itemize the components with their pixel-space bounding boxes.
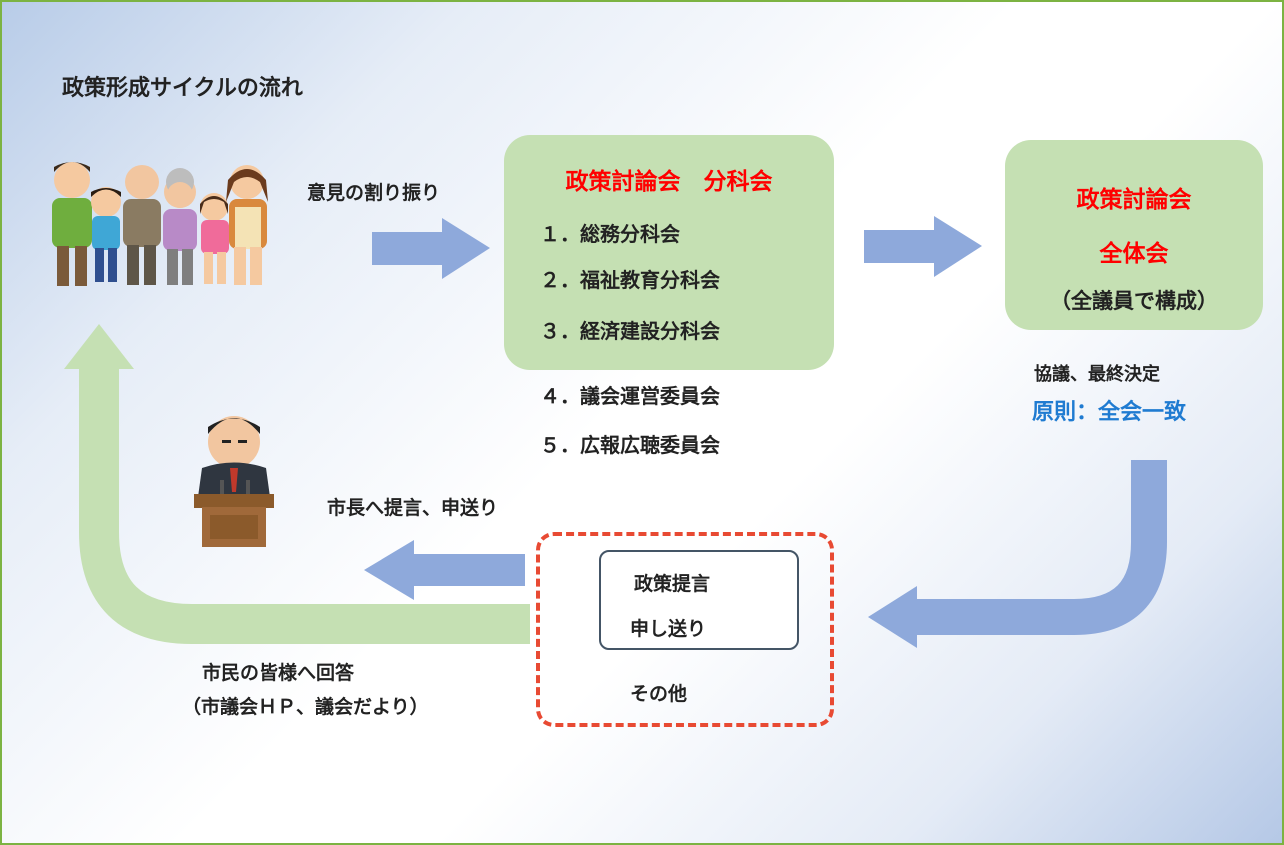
- subgroup-box: [504, 135, 834, 370]
- answer-channels: （市議会ＨＰ、議会だより）: [182, 696, 429, 718]
- output-other: その他: [630, 683, 688, 705]
- outputs-inner-box: [599, 550, 799, 650]
- plenary-title: 政策討論会: [1076, 187, 1192, 213]
- plenary-note: （全議員で構成）: [1050, 289, 1218, 313]
- arrow-to-plenary-shaft: [864, 230, 936, 263]
- subgroup-item: ３．経済建設分科会: [540, 319, 720, 343]
- mayor-label: 市長へ提言、申送り: [327, 497, 499, 519]
- green-return-arrowhead: [64, 324, 134, 369]
- arrow-opinion-shaft: [372, 232, 444, 265]
- committee-item: ５．広報広聴委員会: [540, 433, 720, 457]
- output-item: 政策提言: [634, 573, 711, 595]
- arrow-to-mayor-shaft: [412, 554, 525, 586]
- answer-label: 市民の皆様へ回答: [202, 662, 355, 684]
- decision-rule: 原則：全会一致: [1032, 400, 1187, 425]
- opinion-assignment-label: 意見の割り振り: [307, 182, 441, 204]
- citizens-illustration: [52, 162, 268, 286]
- decision-label: 協議、最終決定: [1034, 364, 1160, 385]
- green-return-arrow: [79, 367, 530, 644]
- arrow-to-mayor-head: [364, 540, 414, 600]
- subgroup-item: １．総務分科会: [540, 222, 680, 246]
- subgroup-item: ２．福祉教育分科会: [540, 268, 720, 292]
- mayor-podium-illustration: [194, 416, 274, 547]
- blue-curve-arrowhead: [868, 586, 917, 648]
- plenary-box: [1005, 140, 1263, 330]
- plenary-subtitle: 全体会: [1099, 241, 1169, 267]
- arrow-opinion-head: [442, 218, 490, 279]
- subgroup-title: 政策討論会 分科会: [565, 169, 773, 195]
- output-item: 申し送り: [630, 618, 707, 640]
- page-title: 政策形成サイクルの流れ: [62, 76, 303, 101]
- blue-curve-arrow: [914, 460, 1167, 635]
- arrow-to-plenary-head: [934, 216, 982, 277]
- outputs-dashed-box: [536, 532, 834, 727]
- committee-item: ４．議会運営委員会: [540, 384, 720, 408]
